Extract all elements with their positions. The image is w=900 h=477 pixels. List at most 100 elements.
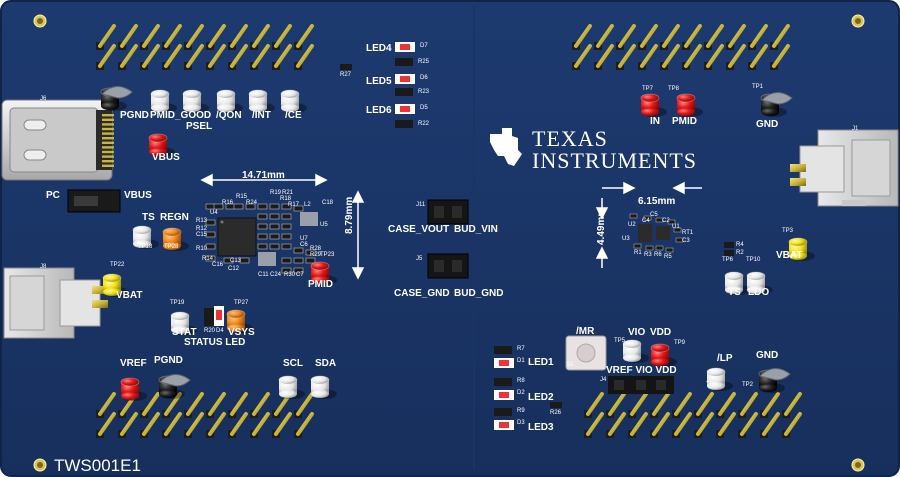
- smd-component: [293, 247, 304, 254]
- refdes-u3: U3: [622, 236, 630, 242]
- header-pin: [704, 44, 724, 70]
- refdes-r6: R6: [654, 252, 662, 258]
- usb-pin: [102, 123, 114, 126]
- smd-component: [205, 203, 216, 210]
- jumper-j5: [427, 253, 469, 279]
- test-point-probe: [278, 375, 305, 399]
- dimension-right-width: 6.15mm: [638, 196, 676, 207]
- refdes-d3: D3: [517, 420, 525, 426]
- usb-pin: [102, 114, 114, 117]
- dimension-arrows: [200, 173, 702, 280]
- ic-cluster-left: [205, 203, 318, 274]
- refdes-tp2: TP2: [742, 382, 754, 388]
- smd-component: [269, 203, 280, 210]
- test-point-probe: [758, 368, 791, 393]
- header-pin: [738, 392, 758, 418]
- header-pin: [206, 392, 226, 418]
- label-ts-left: TS: [142, 212, 155, 223]
- label-in: IN: [650, 116, 660, 127]
- vbus-slide-switch: [67, 189, 121, 213]
- header-pin: [96, 24, 116, 50]
- header-pin: [140, 392, 160, 418]
- header-pin: [272, 24, 292, 50]
- header-j4: [608, 376, 674, 394]
- header-pin: [704, 24, 724, 50]
- usb-pin: [102, 160, 114, 163]
- smd-component: [281, 213, 292, 220]
- header-pin: [118, 412, 138, 438]
- header-pin: [672, 392, 692, 418]
- refdes-c16: C16: [212, 262, 224, 268]
- label-led2: LED2: [528, 392, 554, 403]
- refdes-d1: D1: [517, 358, 525, 364]
- refdes-r1: R1: [634, 250, 642, 256]
- label-gnd-bottom: GND: [756, 350, 779, 361]
- refdes-c12: C12: [228, 266, 240, 272]
- test-point-probes: [100, 86, 815, 401]
- header-pin: [228, 392, 248, 418]
- label-bud-vin: BUD_VIN: [454, 224, 498, 235]
- mounting-hole: [37, 18, 43, 24]
- test-point-probe: [102, 273, 129, 297]
- test-point-probe: [310, 261, 337, 285]
- refdes-r24: R24: [246, 200, 258, 206]
- smd-component: [281, 203, 292, 210]
- header-pin: [96, 44, 116, 70]
- smd-component: [633, 243, 642, 249]
- label-vbat-right: VBAT: [776, 250, 803, 261]
- header-pin: [694, 412, 714, 438]
- refdes-r27: R27: [340, 72, 352, 78]
- refdes-r9: R9: [517, 408, 525, 414]
- label-led1: LED1: [528, 357, 554, 368]
- label-case-vout: CASE_VOUT: [388, 224, 450, 235]
- refdes-r23: R23: [418, 89, 430, 95]
- header-pin: [140, 412, 160, 438]
- label-led3: LED3: [528, 422, 554, 433]
- refdes-d7: D7: [420, 43, 428, 49]
- header-pin: [206, 412, 226, 438]
- texas-instruments-wordmark: TEXAS INSTRUMENTS: [532, 128, 697, 172]
- smd-component: [245, 203, 256, 210]
- label-vdd: VDD: [650, 327, 672, 338]
- dimension-right-height: 4.49mm: [596, 207, 607, 245]
- label-ts-right: TS: [728, 287, 741, 298]
- r4-r2-parts: [724, 242, 734, 256]
- usb-pin: [102, 137, 114, 140]
- test-point-probe: [182, 89, 209, 113]
- refdes-r10: R10: [196, 246, 208, 252]
- refdes-r21: R21: [282, 190, 294, 196]
- header-pin: [650, 412, 670, 438]
- header-pin: [162, 392, 182, 418]
- smd-component: [257, 213, 268, 220]
- test-point-probe: [120, 377, 147, 401]
- smd-component: [205, 231, 216, 238]
- header-pin: [716, 412, 736, 438]
- header-pin: [694, 392, 714, 418]
- brand-line2: INSTRUMENTS: [532, 148, 698, 173]
- refdes-r18: R18: [280, 196, 292, 202]
- smd-component: [281, 243, 292, 250]
- label-vbus-conn: VBUS: [124, 190, 152, 201]
- header-pin: [228, 44, 248, 70]
- ic-cluster-right: [629, 213, 684, 253]
- label-pmid-left: PMID: [308, 279, 333, 290]
- smd-component: [239, 257, 250, 264]
- refdes-r22: R22: [418, 121, 430, 127]
- refdes-r13: R13: [196, 218, 208, 224]
- header-pin: [228, 24, 248, 50]
- refdes-d6: D6: [420, 75, 428, 81]
- mounting-hole: [37, 462, 43, 468]
- refdes-c6: C6: [300, 242, 308, 248]
- test-point-probe: [158, 374, 191, 399]
- led-column-bottom: [494, 346, 562, 430]
- refdes-c4: C4: [642, 218, 650, 224]
- dimension-left-width: 14.71mm: [242, 170, 285, 181]
- header-pin: [616, 24, 636, 50]
- smd-component: [281, 223, 292, 230]
- smd-component: [281, 233, 292, 240]
- header-pin: [726, 44, 746, 70]
- header-pin: [294, 392, 314, 418]
- label-pmid-right: PMID: [672, 116, 697, 127]
- label-vref: VREF: [120, 358, 147, 369]
- test-point-probe: [676, 93, 703, 117]
